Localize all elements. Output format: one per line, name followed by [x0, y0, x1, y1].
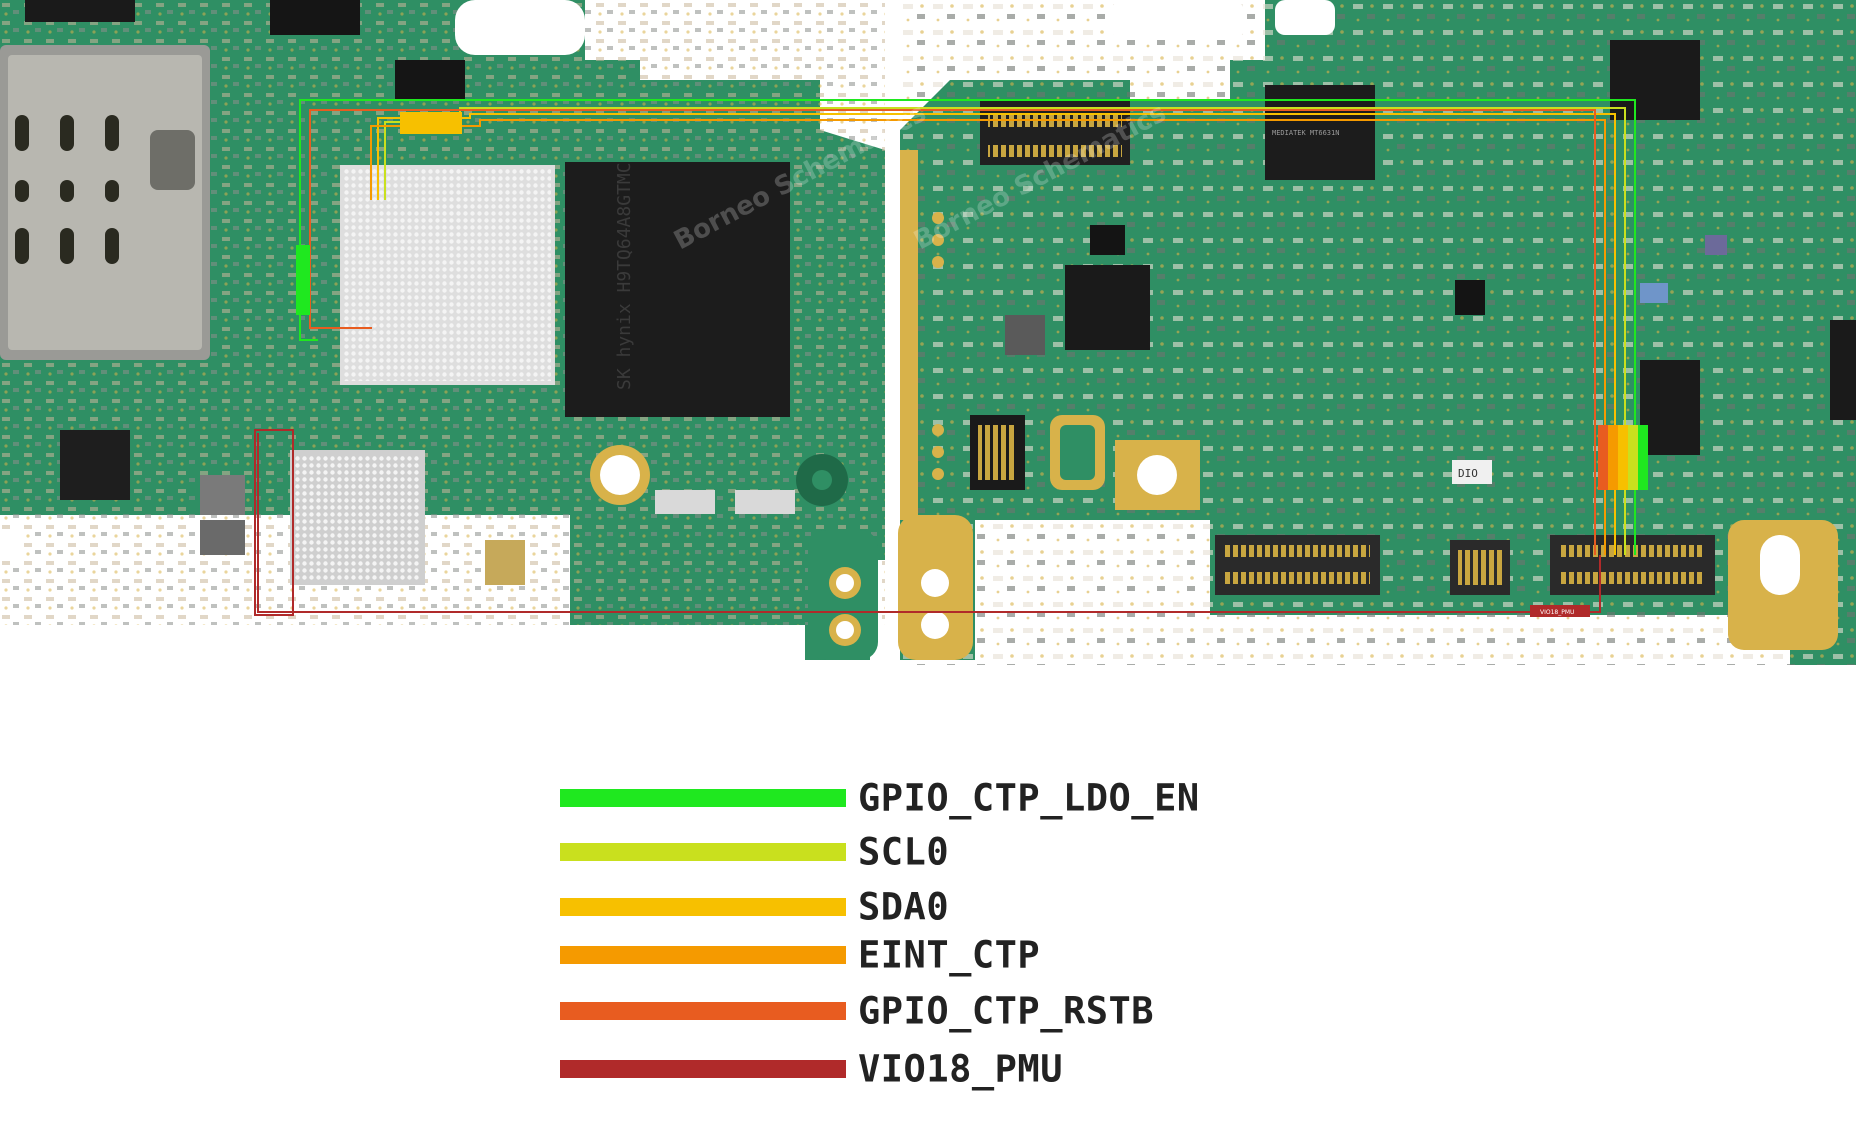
vio18-pmu-box: [254, 429, 294, 616]
legend-label: VIO18_PMU: [858, 1047, 1063, 1091]
net-tag-stack: [296, 112, 1648, 617]
legend-swatch: [560, 1060, 846, 1078]
memory-marking: SK hynix H9TQ64A8GTMC: [614, 162, 635, 390]
legend-item-vio18-pmu: VIO18_PMU: [560, 1048, 1062, 1091]
pcb-board-image: MEDIATEK MT6631N SK hynix H9TQ64A8GTMC D…: [0, 0, 1856, 665]
connector-label: DIO: [1458, 467, 1478, 480]
net-tag-vio18-pmu: VIO18_PMU: [1540, 609, 1574, 616]
trace-gpio-ctp-ldo-en: [299, 99, 1636, 555]
legend-label: EINT_CTP: [858, 933, 1041, 977]
legend-label: GPIO_CTP_LDO_EN: [858, 776, 1200, 820]
legend-item-scl0: SCL0: [560, 831, 949, 874]
legend-item-sda0: SDA0: [560, 886, 949, 929]
legend-swatch: [560, 1002, 846, 1020]
legend-label: SCL0: [858, 830, 950, 874]
legend-item-gpio-ctp-ldo-en: GPIO_CTP_LDO_EN: [560, 777, 1199, 820]
legend-item-gpio-ctp-rstb: GPIO_CTP_RSTB: [560, 990, 1154, 1033]
legend-swatch: [560, 843, 846, 861]
legend-swatch: [560, 946, 846, 964]
trace-eint-ctp: [370, 119, 1606, 555]
legend-item-eint-ctp: EINT_CTP: [560, 934, 1040, 977]
trace-routes: [254, 99, 1636, 616]
trace-vio18-pmu: [257, 433, 1601, 613]
trace-gpio-ctp-rstb: [309, 109, 1596, 555]
left-board: [0, 0, 885, 660]
legend-swatch: [560, 789, 846, 807]
legend-label: SDA0: [858, 885, 950, 929]
trace-sda0: [377, 113, 1616, 555]
legend-label: GPIO_CTP_RSTB: [858, 989, 1155, 1033]
legend-swatch: [560, 898, 846, 916]
soc-marking: MEDIATEK MT6631N: [1272, 129, 1339, 137]
